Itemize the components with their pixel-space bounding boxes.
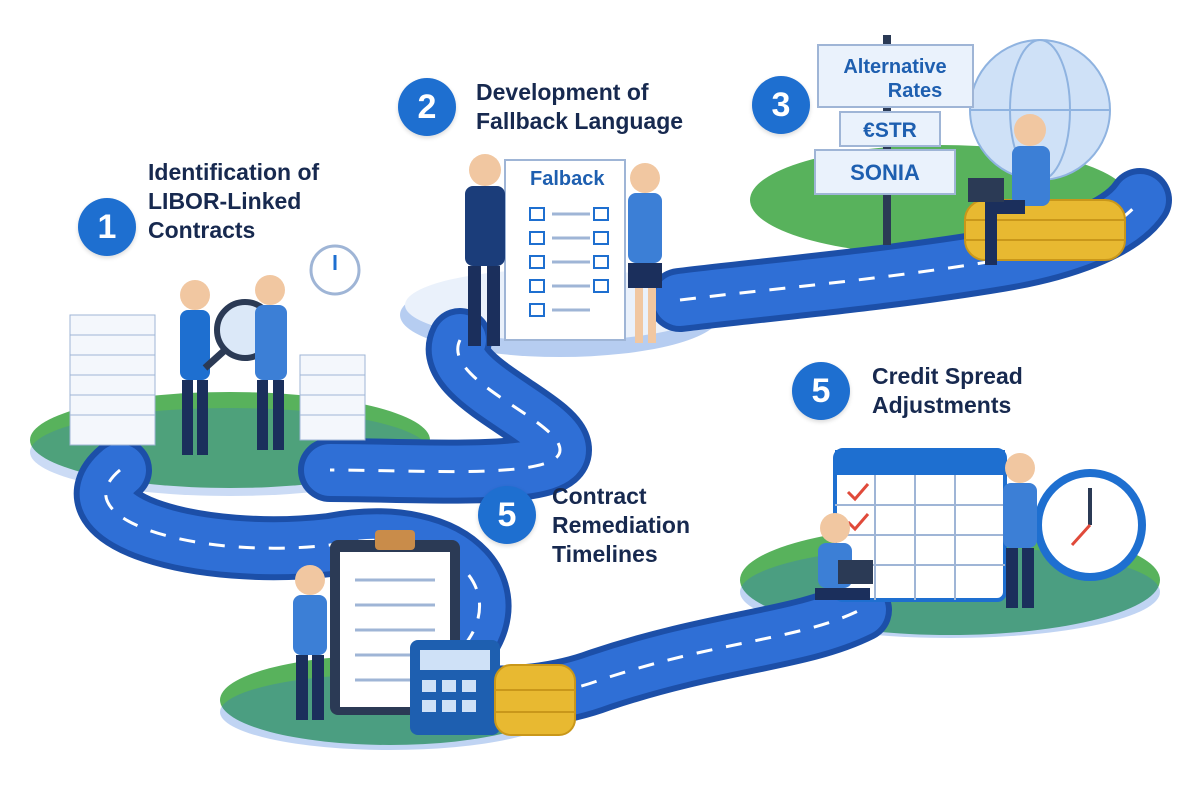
person-icon <box>293 565 327 720</box>
sign-sonia <box>814 149 956 195</box>
step-2: 2 Development of Fallback Language <box>398 78 683 136</box>
step-label-line: LIBOR-Linked <box>148 188 302 214</box>
step-label-line: Fallback Language <box>476 108 684 134</box>
step-label-line: Identification of <box>148 159 320 185</box>
clock-icon <box>309 244 361 296</box>
person-icon <box>465 154 505 346</box>
signpost: Alternative Rates €STR SONIA <box>814 35 974 245</box>
paper-stack-icon <box>69 314 366 446</box>
person-icon <box>1003 453 1037 608</box>
step-label-line: Contracts <box>148 217 256 243</box>
person-icon <box>180 280 210 455</box>
step-label: Credit Spread Adjustments <box>872 362 1023 420</box>
sign-alternative-rates <box>817 44 974 108</box>
person-icon <box>815 513 873 600</box>
wall-clock-icon <box>1034 469 1146 581</box>
step-label: Contract Remediation Timelines <box>552 482 690 569</box>
step-label-line: Adjustments <box>872 392 1012 418</box>
step-label-line: Credit Spread <box>872 363 1023 389</box>
document-heading: Falback <box>530 168 605 190</box>
step-4: 5 Contract Remediation Timelines <box>478 482 690 569</box>
sign-line-2: Rates <box>888 80 942 102</box>
person-icon <box>968 114 1050 265</box>
step-label: Development of Fallback Language <box>476 78 683 136</box>
sign-estr <box>839 111 941 147</box>
sign-estr-label: €STR <box>863 119 917 142</box>
fallback-document-icon: Falback <box>504 159 626 341</box>
step-label: Identification of LIBOR-Linked Contracts <box>148 158 319 245</box>
step-badge: 5 <box>792 362 850 420</box>
step-label-line: Development of <box>476 79 649 105</box>
step-badge: 2 <box>398 78 456 136</box>
calculator-icon <box>410 640 500 735</box>
step-3: 3 <box>752 76 810 134</box>
step-label-line: Remediation <box>552 512 691 538</box>
sign-line-1: Alternative <box>843 56 946 78</box>
person-icon <box>255 275 287 450</box>
step-5: 5 Credit Spread Adjustments <box>792 362 1023 420</box>
step-badge: 3 <box>752 76 810 134</box>
coin-stack-icon <box>494 664 576 736</box>
step-label-line: Contract <box>552 483 647 509</box>
step-badge: 5 <box>478 486 536 544</box>
globe-icon <box>969 39 1111 181</box>
step-1: 1 Identification of LIBOR-Linked Contrac… <box>78 158 319 256</box>
step-badge: 1 <box>78 198 136 256</box>
step-label-line: Timelines <box>552 541 658 567</box>
person-icon <box>628 163 662 343</box>
sign-sonia-label: SONIA <box>850 160 920 185</box>
